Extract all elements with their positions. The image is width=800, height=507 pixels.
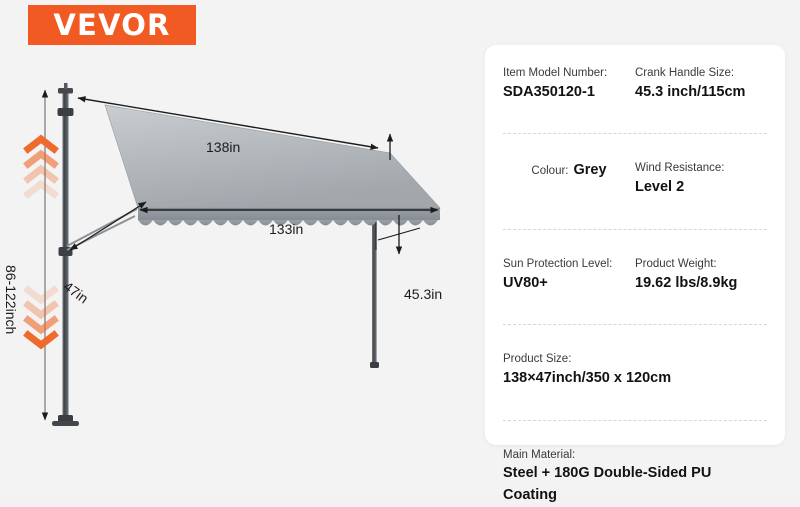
dimension-label-front-width: 133in	[269, 221, 304, 237]
vevor-logo-text: VEVOR	[53, 7, 171, 42]
dimension-label-top-width: 138in	[206, 139, 241, 155]
spec-row: Sun Protection Level: UV80+ Product Weig…	[485, 256, 785, 294]
spec-value: UV80+	[503, 274, 548, 291]
awning-canopy	[104, 104, 441, 226]
chevrons-up	[23, 134, 59, 199]
dimension-label-post-height: 86-122inch	[3, 265, 19, 335]
spec-key: Product Weight:	[635, 257, 717, 270]
spec-value: 138×47inch/350 x 120cm	[503, 369, 672, 386]
specification-card: Item Model Number: SDA350120-1 Crank Han…	[485, 45, 785, 503]
spec-cell-main-material: Main Material: Steel + 180G Double-Sided…	[503, 447, 767, 507]
spec-key: Main Material:	[503, 448, 576, 461]
spec-value: 19.62 lbs/8.9kg	[635, 274, 738, 291]
spec-divider	[503, 228, 767, 230]
spec-key: Crank Handle Size:	[635, 67, 735, 79]
spec-key: Product Size:	[503, 353, 572, 366]
spec-divider	[503, 419, 767, 421]
spec-value: Level 2	[635, 179, 685, 196]
spec-value: SDA350120-1	[503, 83, 595, 100]
awning-drawing	[23, 83, 441, 426]
spec-cell-product-weight: Product Weight: 19.62 lbs/8.9kg	[635, 256, 767, 294]
spec-row: Main Material: Steel + 180G Double-Sided…	[485, 447, 785, 507]
dimension-47in	[69, 201, 147, 251]
spec-cell-crank-handle: Crank Handle Size: 45.3 inch/115cm	[635, 65, 767, 103]
spec-value: 45.3 inch/115cm	[635, 83, 746, 100]
scalloped-valance-edge	[138, 220, 440, 226]
awning-illustration: 138in 133in 45.3in 47in 86-122inch	[0, 50, 480, 495]
spec-key: Item Model Number:	[503, 67, 608, 79]
spec-row: Colour: Grey Wind Resistance: Level 2	[485, 160, 785, 198]
spec-value: Grey	[573, 162, 607, 179]
chevrons-down	[23, 285, 59, 350]
spec-value: Steel + 180G Double-Sided PU Coating	[503, 465, 712, 504]
product-infographic: VEVOR	[0, 5, 785, 504]
spec-cell-sun-protection: Sun Protection Level: UV80+	[503, 256, 635, 294]
spec-divider	[503, 133, 767, 135]
right-support-post	[369, 211, 380, 368]
spec-key: Colour:	[531, 165, 569, 178]
dimension-138in	[77, 96, 379, 150]
spec-cell-model: Item Model Number: SDA350120-1	[503, 65, 635, 103]
spec-key: Sun Protection Level:	[503, 257, 613, 270]
spec-cell-colour: Colour: Grey	[503, 160, 635, 198]
dimension-label-drop-height: 45.3in	[404, 286, 443, 302]
spec-cell-wind-resistance: Wind Resistance: Level 2	[635, 160, 767, 198]
spec-key: Wind Resistance:	[635, 162, 725, 175]
spec-divider	[503, 324, 767, 326]
spec-cell-product-size: Product Size: 138×47inch/350 x 120cm	[503, 351, 767, 389]
left-support-post	[52, 83, 79, 426]
spec-row: Product Size: 138×47inch/350 x 120cm	[485, 351, 785, 389]
spec-row: Item Model Number: SDA350120-1 Crank Han…	[485, 65, 785, 103]
vevor-logo: VEVOR	[28, 5, 196, 45]
dimension-45in	[375, 133, 421, 255]
